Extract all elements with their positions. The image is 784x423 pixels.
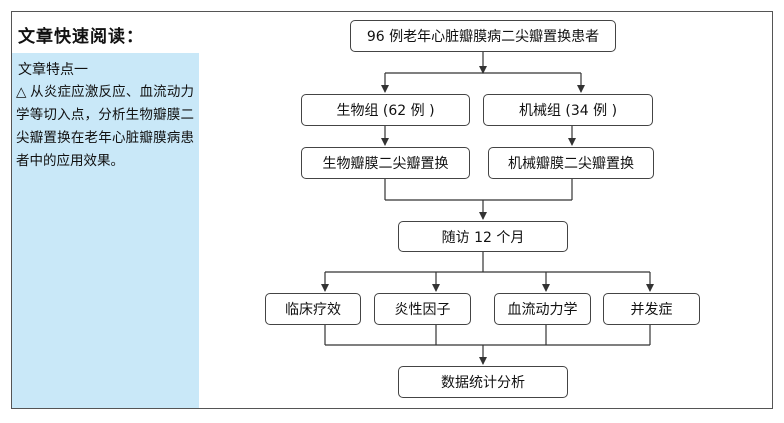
mech-procedure-box: 机械瓣膜二尖瓣置换 [488, 147, 654, 179]
final-analysis-box: 数据统计分析 [398, 366, 568, 398]
bio-group-box: 生物组 (62 例 ) [301, 94, 470, 126]
outcome-box-complications: 并发症 [603, 293, 700, 325]
followup-box: 随访 12 个月 [398, 221, 568, 252]
sidebar-title: 文章快速阅读： [18, 27, 144, 47]
root-box: 96 例老年心脏瓣膜病二尖瓣置换患者 [350, 20, 616, 52]
mech-group-box: 机械组 (34 例 ) [483, 94, 653, 126]
outcome-box-clinical: 临床疗效 [265, 293, 361, 325]
sidebar-panel: 文章特点一 △从炎症应激反应、血流动力学等切入点，分析生物瓣膜二尖瓣置换在老年心… [12, 53, 199, 408]
sidebar-description: △从炎症应激反应、血流动力学等切入点，分析生物瓣膜二尖瓣置换在老年心脏瓣膜病患者… [16, 81, 194, 173]
bio-procedure-box: 生物瓣膜二尖瓣置换 [301, 147, 470, 179]
sidebar-header: 文章快速阅读： [12, 12, 199, 52]
diagram-frame [11, 11, 773, 409]
triangle-icon: △ [16, 84, 27, 100]
sidebar-text: 从炎症应激反应、血流动力学等切入点，分析生物瓣膜二尖瓣置换在老年心脏瓣膜病患者中… [16, 84, 194, 169]
outcome-box-hemodynamics: 血流动力学 [494, 293, 591, 325]
sidebar-subtitle: 文章特点一 [18, 62, 88, 78]
outcome-box-inflammatory: 炎性因子 [374, 293, 471, 325]
